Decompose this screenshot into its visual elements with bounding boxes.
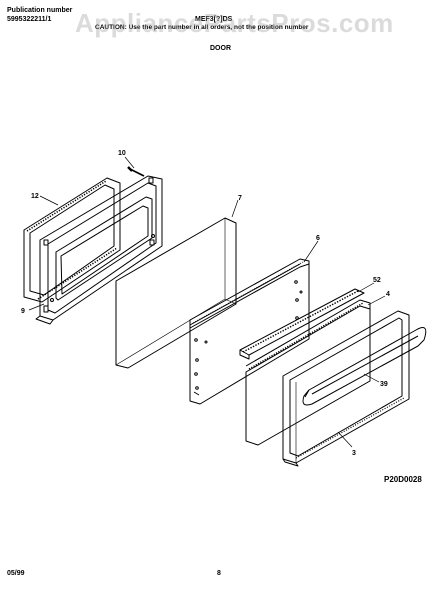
callout-3: 3 bbox=[352, 450, 356, 457]
insulation-part-7 bbox=[115, 217, 237, 369]
trim-rail-part-52 bbox=[239, 288, 365, 360]
caution-note: CAUTION: Use the part number in all orde… bbox=[95, 24, 309, 31]
footer-date: 05/99 bbox=[7, 570, 25, 577]
callout-39: 39 bbox=[380, 381, 388, 388]
inner-door-frame bbox=[35, 175, 163, 325]
callout-12: 12 bbox=[31, 193, 39, 200]
section-title: DOOR bbox=[210, 45, 231, 52]
model-number: MEF3[?]DS bbox=[195, 16, 233, 23]
outer-door-panel-part-3 bbox=[282, 310, 410, 467]
door-gasket-part-12 bbox=[23, 177, 121, 303]
handle-part-39 bbox=[302, 327, 427, 406]
watermark-logo: AppliancePartsPros.com bbox=[75, 8, 394, 38]
callout-4: 4 bbox=[386, 291, 390, 298]
publication-label: Publication number bbox=[7, 7, 73, 14]
glass-part-4 bbox=[245, 299, 371, 446]
callout-10: 10 bbox=[118, 150, 126, 157]
screw-part-10 bbox=[127, 166, 145, 177]
footer-page-number: 8 bbox=[217, 570, 221, 577]
callout-7: 7 bbox=[238, 195, 242, 202]
callout-52: 52 bbox=[373, 277, 381, 284]
publication-number: 5995322211/1 bbox=[7, 16, 52, 23]
inner-panel-part-6 bbox=[189, 258, 310, 405]
callout-6: 6 bbox=[316, 235, 320, 242]
diagram-code: P20D0028 bbox=[384, 475, 422, 484]
callout-9: 9 bbox=[21, 308, 25, 315]
